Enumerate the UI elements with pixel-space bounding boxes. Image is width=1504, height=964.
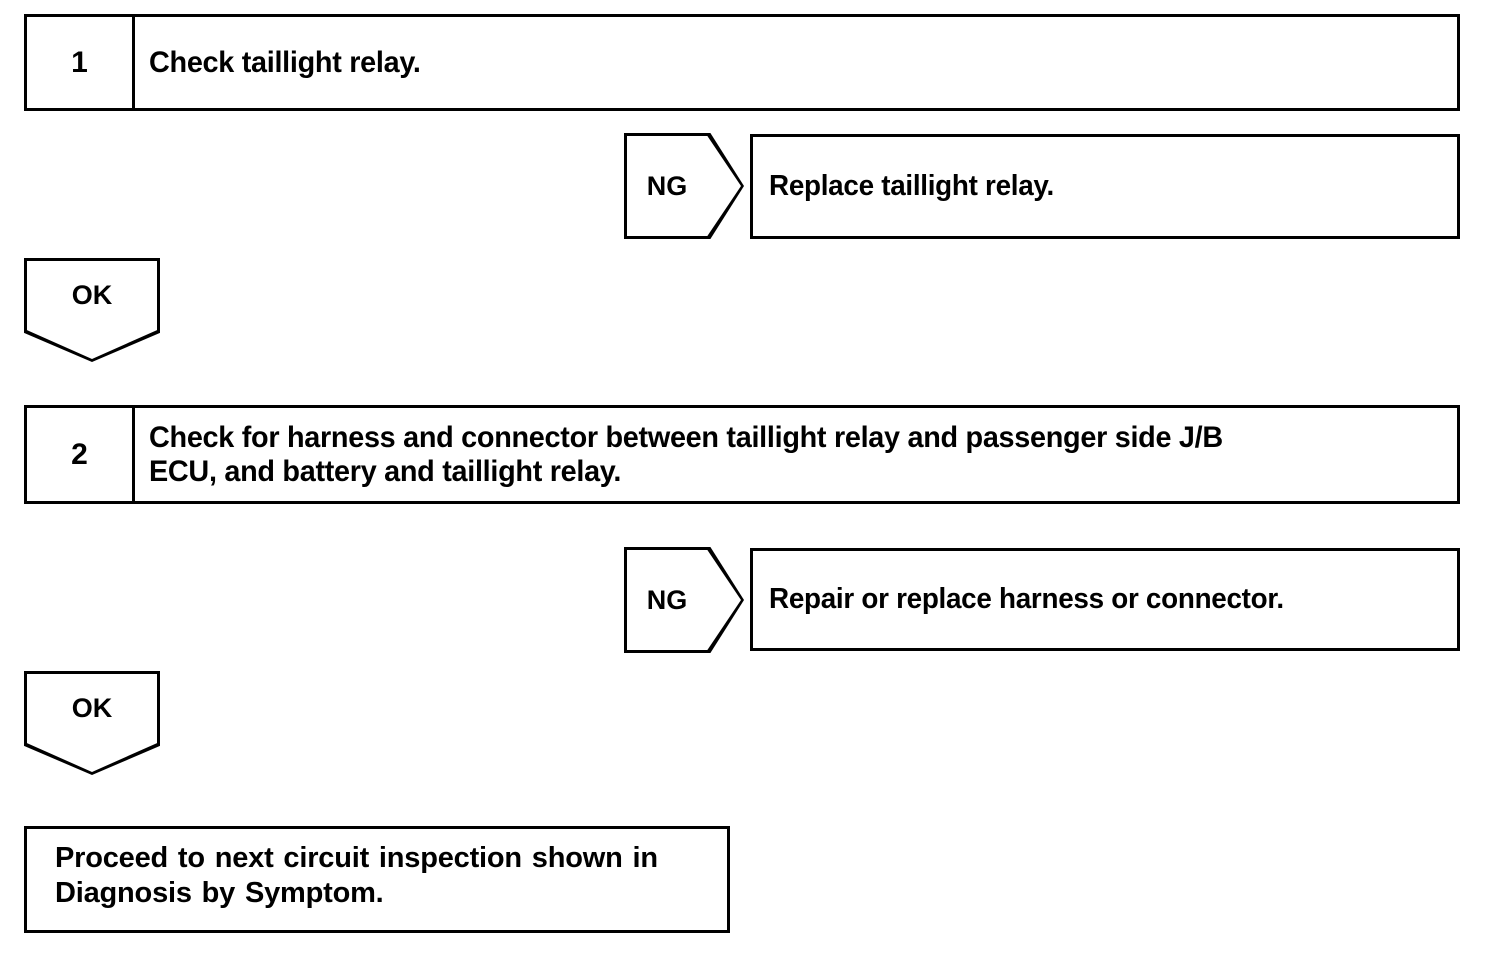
ng-arrow-2-label: NG — [646, 584, 688, 615]
step-number-2: 2 — [27, 408, 135, 501]
ok-arrow-2-label: OK — [71, 692, 113, 723]
step-text-cell-1: Check taillight relay. — [135, 17, 1457, 108]
ok-arrow-1: OK — [24, 258, 160, 362]
step-text-cell-2: Check for harness and connector between … — [135, 408, 1457, 501]
ng-result-box-2: Repair or replace harness or connector. — [750, 548, 1460, 651]
final-outcome-box: Proceed to next circuit inspection shown… — [24, 826, 730, 933]
ng-arrow-2: NG — [624, 547, 744, 653]
final-outcome-text: Proceed to next circuit inspection shown… — [55, 842, 658, 910]
ng-result-text-2: Repair or replace harness or connector. — [769, 583, 1284, 616]
step-number-1: 1 — [27, 17, 135, 108]
ok-arrow-1-label: OK — [71, 279, 113, 310]
ok-arrow-2: OK — [24, 671, 160, 775]
step-box-2: 2 Check for harness and connector betwee… — [24, 405, 1460, 504]
ng-arrow-1: NG — [624, 133, 744, 239]
ng-result-box-1: Replace taillight relay. — [750, 134, 1460, 239]
ng-arrow-1-label: NG — [646, 170, 688, 201]
step-instruction-2: Check for harness and connector between … — [149, 420, 1223, 488]
step-box-1: 1 Check taillight relay. — [24, 14, 1460, 111]
step-instruction-1: Check taillight relay. — [149, 45, 421, 79]
ng-result-text-1: Replace taillight relay. — [769, 170, 1055, 203]
